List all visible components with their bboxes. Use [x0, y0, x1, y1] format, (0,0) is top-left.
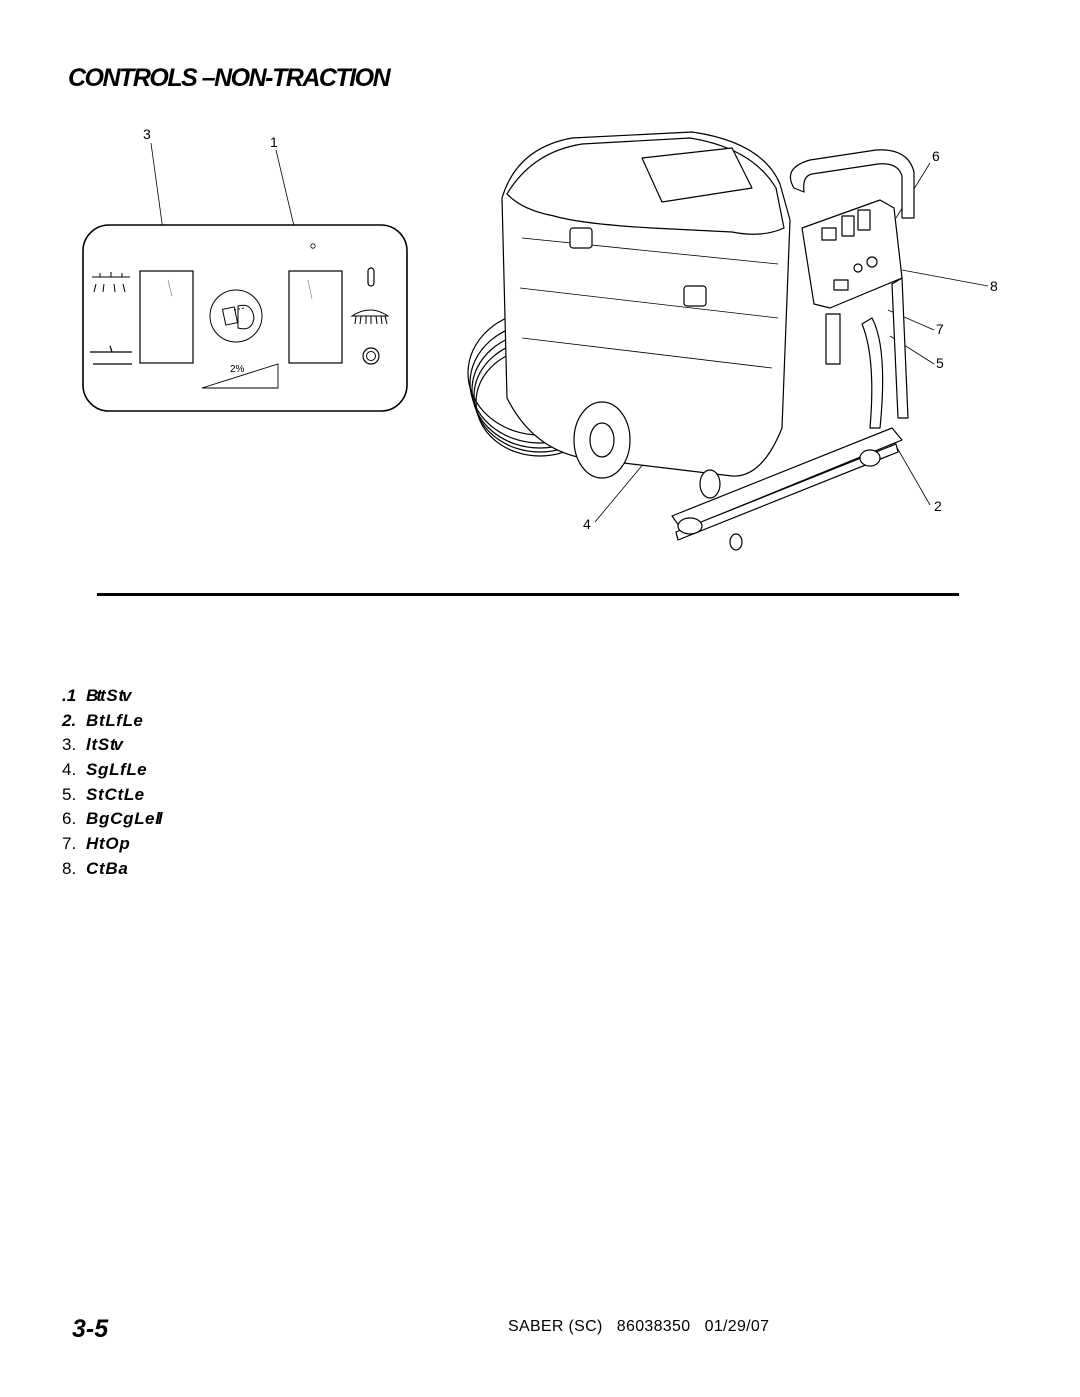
- callout-4: 4: [583, 516, 591, 532]
- machine-diagram: [462, 128, 952, 558]
- callout-2: 2: [934, 498, 942, 514]
- brush-icon: [350, 309, 390, 325]
- legend-item: 3. l t S tv: [62, 735, 161, 760]
- legend-item: 6. B g C g L e ll: [62, 809, 163, 834]
- round-button-icon: [362, 347, 380, 365]
- legend-text: S t C t L e: [86, 784, 144, 804]
- legend-item: 7. H t O p: [62, 834, 161, 859]
- control-panel-diagram: 2%: [82, 224, 408, 412]
- legend-text: B t L f L e: [86, 710, 143, 730]
- indicator-light-icon: [367, 267, 375, 287]
- callout-7: 7: [936, 321, 944, 337]
- legend-item: 8. C t B a: [62, 859, 161, 884]
- callout-3: 3: [143, 126, 151, 142]
- legend-text: C t B a: [86, 858, 128, 878]
- key-switch-icon: [209, 289, 263, 343]
- brush-switch-rect: [288, 270, 343, 364]
- slope-triangle-icon: [201, 363, 279, 389]
- legend-number: .1: [62, 686, 77, 705]
- page-title: CONTROLS –NON-TRACTION: [68, 64, 391, 92]
- section-divider: [97, 593, 959, 596]
- legend-item: 2. B t L f L e: [62, 711, 161, 736]
- squeegee-icon: [90, 345, 132, 365]
- slope-label: 2%: [230, 364, 245, 375]
- legend-text: H t O p: [86, 834, 130, 854]
- callout-6: 6: [932, 148, 940, 164]
- legend-number: 7.: [62, 834, 77, 854]
- callout-1: 1: [270, 134, 278, 150]
- legend-number: 8.: [62, 858, 77, 878]
- legend-number: 4.: [62, 760, 77, 780]
- legend-item: 5. S t C t L e: [62, 785, 161, 810]
- page-number: 3-5: [72, 1315, 109, 1343]
- parts-legend: .1 Btt S tv 2. B t L f L e 3. l t S tv 4. S …: [62, 686, 163, 884]
- callout-8: 8: [990, 278, 998, 294]
- legend-text: B g C g L e ll: [86, 809, 163, 829]
- solution-switch-rect: [139, 270, 194, 364]
- legend-text: S g L f L e: [86, 760, 147, 780]
- legend-item: .1 Btt S tv: [62, 686, 161, 711]
- legend-number: 5.: [62, 784, 77, 804]
- legend-text: Btt S tv: [86, 686, 131, 705]
- callout-5: 5: [936, 355, 944, 371]
- legend-text: l t S tv: [86, 735, 123, 755]
- document-footer: SABER (SC) 86038350 01/29/07: [508, 1318, 770, 1335]
- legend-number: 6.: [62, 809, 77, 829]
- legend-number: 2.: [62, 710, 77, 730]
- legend-number: 3.: [62, 735, 77, 755]
- solution-spray-icon: [92, 272, 130, 293]
- legend-item: 4. S g L f L e: [62, 760, 161, 785]
